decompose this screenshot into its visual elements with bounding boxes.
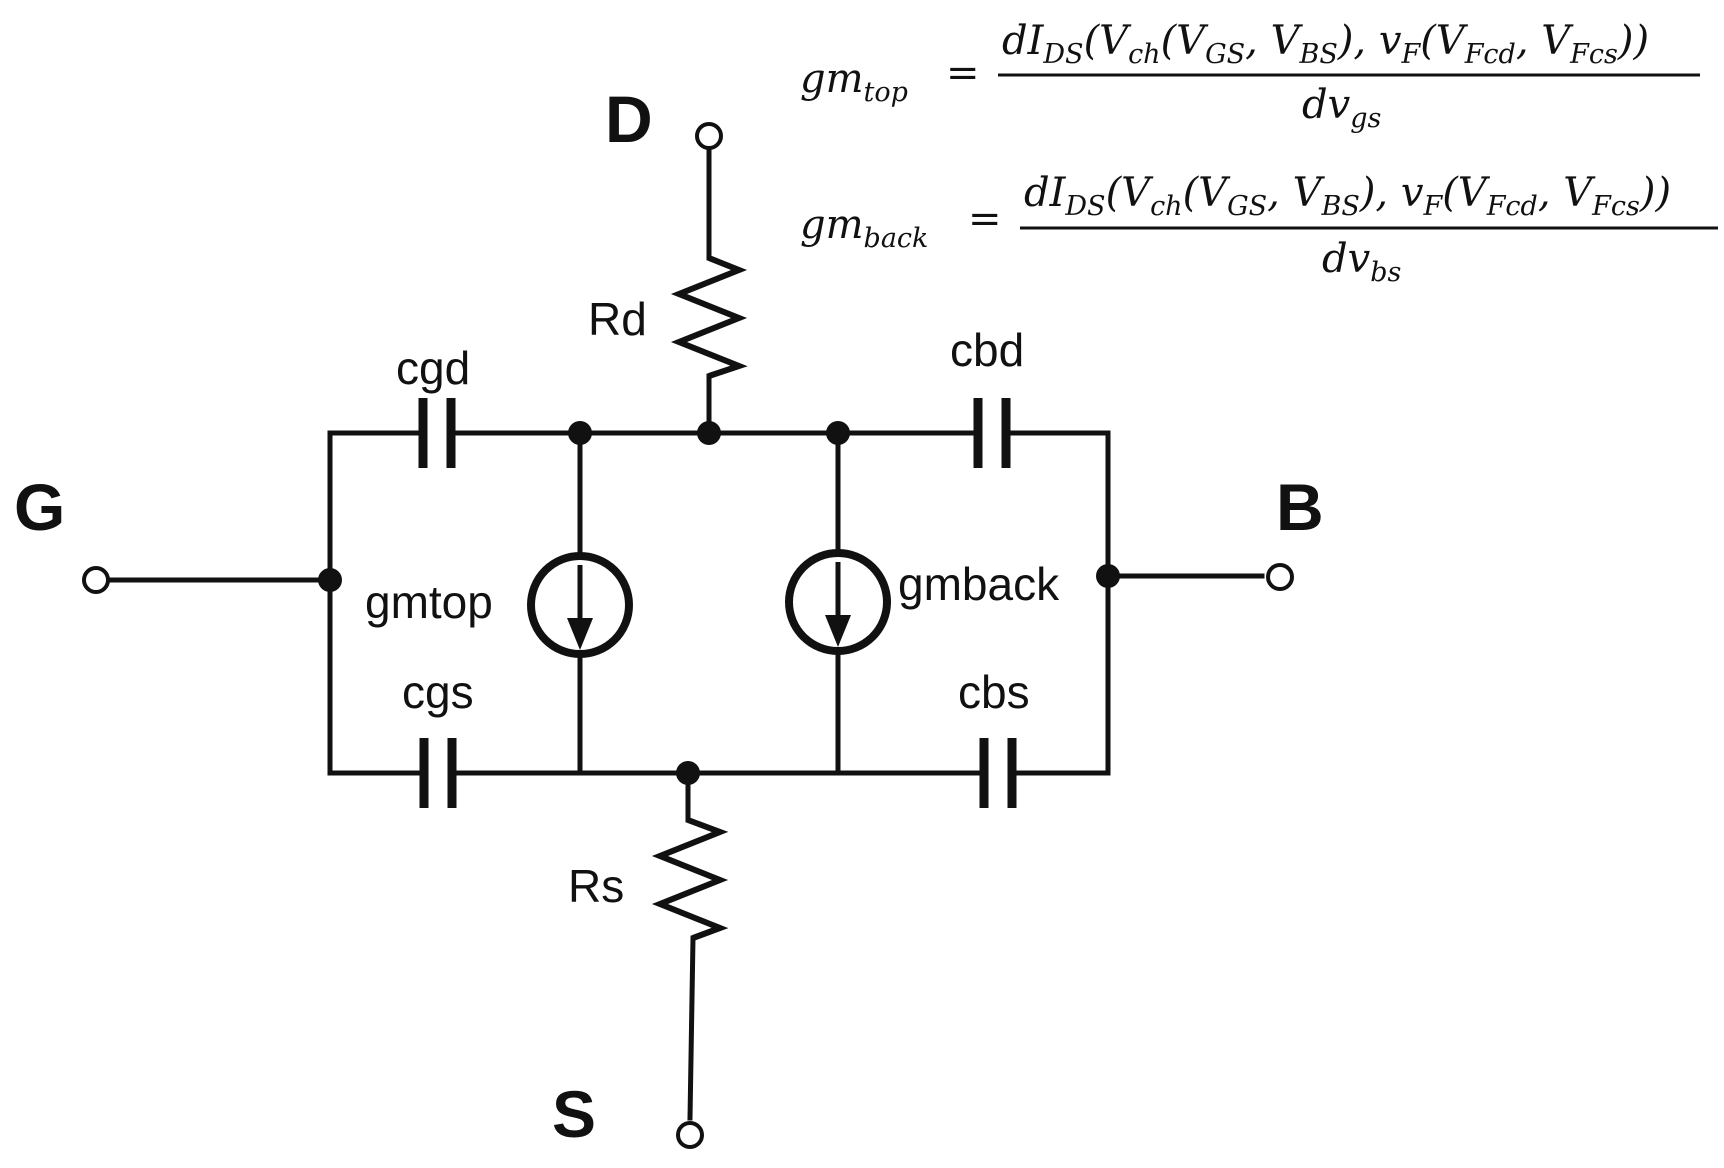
capacitor-cbs bbox=[979, 738, 1017, 808]
terminal-drain bbox=[695, 122, 723, 150]
equation-lhs: gmback bbox=[800, 202, 928, 254]
terminal-label-source: S bbox=[552, 1077, 596, 1151]
junction-dot bbox=[826, 421, 850, 445]
terminal-gate bbox=[82, 566, 110, 594]
label-rd: Rd bbox=[588, 293, 647, 345]
current-source-gmtop bbox=[527, 552, 633, 658]
wires bbox=[105, 144, 1265, 1121]
resistor-rs bbox=[651, 817, 729, 941]
resistor-rd bbox=[670, 255, 748, 379]
label-cbs: cbs bbox=[958, 666, 1030, 718]
junction-dot bbox=[676, 761, 700, 785]
equation-denominator: dvgs bbox=[1302, 82, 1381, 134]
equation-gm-back: gmback = dIDS(Vch(VGS, VBS), vF(VFcd, VF… bbox=[800, 170, 1718, 288]
label-cgd: cgd bbox=[396, 342, 470, 394]
current-source-gmback bbox=[785, 549, 891, 655]
junction-dot bbox=[318, 568, 342, 592]
label-rs: Rs bbox=[568, 860, 624, 912]
junction-dot bbox=[568, 421, 592, 445]
label-cgs: cgs bbox=[402, 666, 474, 718]
junction-dots bbox=[318, 421, 1120, 785]
equation-gm-top: gmtop = dIDS(Vch(VGS, VBS), vF(VFcd, VFc… bbox=[800, 18, 1700, 134]
terminal-bulk bbox=[1266, 563, 1294, 591]
capacitor-cgd bbox=[418, 398, 456, 468]
equation-lhs: gmtop bbox=[800, 56, 908, 108]
terminal-source bbox=[676, 1121, 704, 1149]
terminal-label-bulk: B bbox=[1276, 470, 1324, 544]
equation-equals: = bbox=[968, 196, 1002, 242]
terminal-label-drain: D bbox=[605, 82, 653, 156]
label-cbd: cbd bbox=[950, 324, 1024, 376]
equation-denominator: dvbs bbox=[1322, 236, 1401, 288]
capacitor-cgs bbox=[419, 738, 457, 808]
equation-numerator: dIDS(Vch(VGS, VBS), vF(VFcd, VFcs)) bbox=[1002, 18, 1649, 70]
equation-equals: = bbox=[946, 50, 980, 96]
wire-source-lead bbox=[687, 935, 696, 1121]
capacitor-cbd bbox=[973, 398, 1011, 468]
label-gmback: gmback bbox=[898, 558, 1060, 610]
equation-numerator: dIDS(Vch(VGS, VBS), vF(VFcd, VFcs)) bbox=[1024, 170, 1671, 222]
label-gmtop: gmtop bbox=[365, 576, 493, 628]
junction-dot bbox=[697, 421, 721, 445]
terminal-label-gate: G bbox=[14, 470, 65, 544]
junction-dot bbox=[1096, 564, 1120, 588]
